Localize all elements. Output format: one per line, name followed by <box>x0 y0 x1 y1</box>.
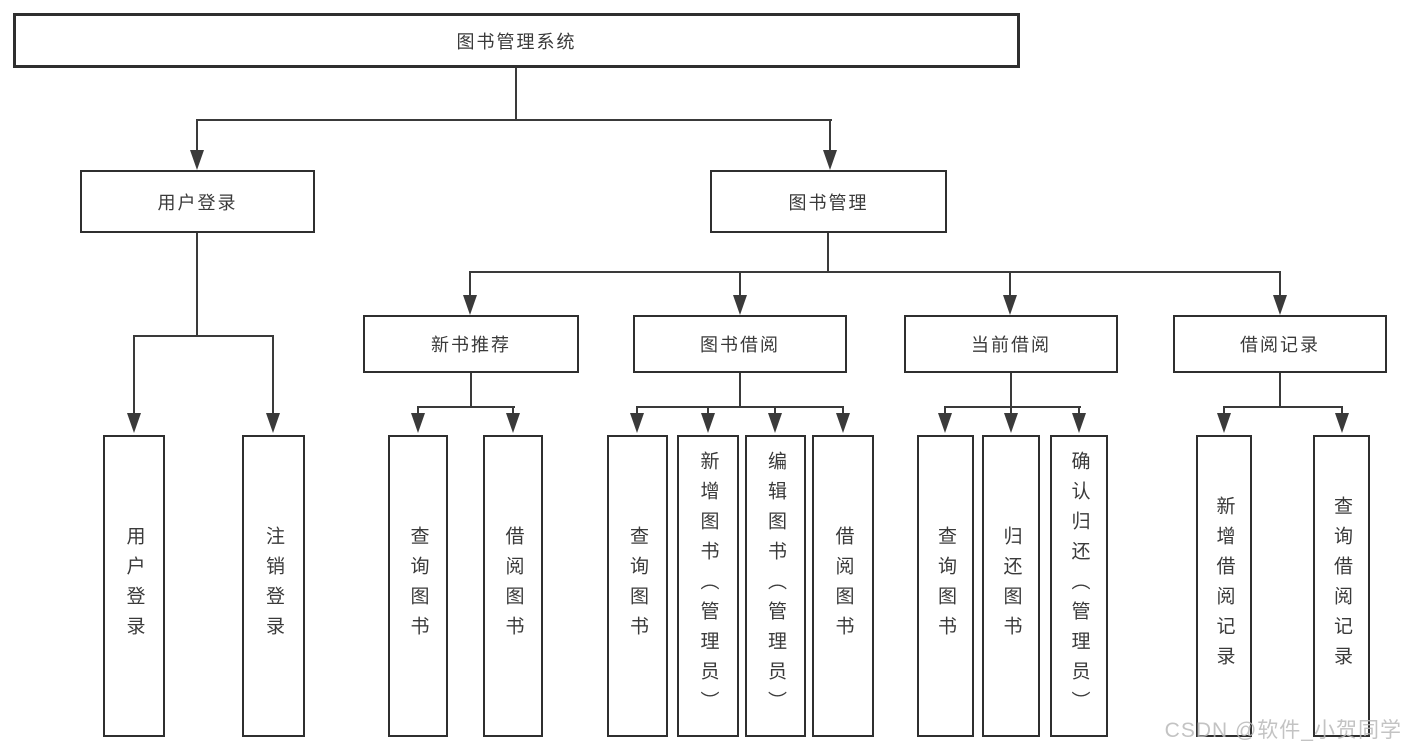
connector-line <box>707 406 709 416</box>
node-new-book-recommend: 新书推荐 <box>363 315 579 373</box>
node-borrowing-records-label: 借阅记录 <box>1240 335 1320 355</box>
connector-line <box>1223 406 1225 416</box>
connector-line <box>196 119 198 152</box>
arrow-down-icon <box>938 413 952 433</box>
node-leaf-borrowing-borrow-book-label: 借阅图书 <box>832 526 854 646</box>
node-leaf-newbook-query-book-label: 查询图书 <box>407 526 429 646</box>
node-leaf-current-query-book: 查询图书 <box>917 435 974 737</box>
arrow-down-icon <box>733 295 747 315</box>
connector-line <box>944 406 946 416</box>
connector-line <box>739 271 741 298</box>
connector-line <box>417 406 515 408</box>
node-leaf-add-borrow-record: 新增借阅记录 <box>1196 435 1252 737</box>
node-leaf-borrowing-query-book: 查询图书 <box>607 435 668 737</box>
node-leaf-edit-book-admin-label: 编辑图书（管理员） <box>765 451 786 721</box>
node-leaf-query-borrow-record: 查询借阅记录 <box>1313 435 1370 737</box>
connector-line <box>1279 271 1281 298</box>
node-current-borrowing-label: 当前借阅 <box>971 335 1051 355</box>
node-leaf-query-borrow-record-label: 查询借阅记录 <box>1331 496 1352 676</box>
connector-line <box>636 406 638 416</box>
connector-line <box>1341 406 1343 416</box>
connector-line <box>196 233 198 337</box>
node-book-borrowing-label: 图书借阅 <box>700 335 780 355</box>
connector-line <box>133 335 135 415</box>
node-leaf-borrowing-borrow-book: 借阅图书 <box>812 435 874 737</box>
arrow-down-icon <box>823 150 837 170</box>
node-new-book-recommend-label: 新书推荐 <box>431 335 511 355</box>
connector-line <box>1279 373 1281 408</box>
connector-line <box>1010 406 1012 416</box>
arrow-down-icon <box>1335 413 1349 433</box>
node-leaf-logout-label: 注销登录 <box>263 526 284 646</box>
node-leaf-return-book-label: 归还图书 <box>1000 526 1022 646</box>
connector-line <box>1009 271 1011 298</box>
connector-line <box>842 406 844 416</box>
connector-line <box>512 406 514 416</box>
node-leaf-add-borrow-record-label: 新增借阅记录 <box>1213 496 1235 676</box>
node-book-management: 图书管理 <box>710 170 947 233</box>
arrow-down-icon <box>1273 295 1287 315</box>
connector-line <box>515 68 517 121</box>
node-leaf-user-login-label: 用户登录 <box>123 526 145 646</box>
connector-line <box>469 271 471 298</box>
connector-line <box>272 335 274 415</box>
arrow-down-icon <box>1072 413 1086 433</box>
node-borrowing-records: 借阅记录 <box>1173 315 1387 373</box>
node-current-borrowing: 当前借阅 <box>904 315 1118 373</box>
node-leaf-confirm-return-admin-label: 确认归还（管理员） <box>1068 451 1090 721</box>
arrow-down-icon <box>836 413 850 433</box>
node-leaf-return-book: 归还图书 <box>982 435 1040 737</box>
node-leaf-add-book-admin: 新增图书（管理员） <box>677 435 739 737</box>
node-library-system: 图书管理系统 <box>13 13 1020 68</box>
node-leaf-user-login: 用户登录 <box>103 435 165 737</box>
arrow-down-icon <box>701 413 715 433</box>
connector-line <box>469 271 1281 273</box>
node-leaf-logout: 注销登录 <box>242 435 305 737</box>
connector-line <box>133 335 274 337</box>
connector-line <box>470 373 472 408</box>
node-book-management-label: 图书管理 <box>788 192 869 213</box>
watermark: CSDN @软件_小贺同学 <box>1164 719 1402 742</box>
node-leaf-borrowing-query-book-label: 查询图书 <box>627 526 648 646</box>
node-user-login-label: 用户登录 <box>157 192 238 213</box>
connector-line <box>739 373 741 408</box>
arrow-down-icon <box>1003 295 1017 315</box>
connector-line <box>196 119 832 121</box>
arrow-down-icon <box>768 413 782 433</box>
connector-line <box>944 406 1081 408</box>
arrow-down-icon <box>411 413 425 433</box>
connector-line <box>1223 406 1343 408</box>
arrow-down-icon <box>1217 413 1231 433</box>
node-user-login: 用户登录 <box>80 170 315 233</box>
arrow-down-icon <box>630 413 644 433</box>
node-leaf-newbook-borrow-book: 借阅图书 <box>483 435 543 737</box>
arrow-down-icon <box>127 413 141 433</box>
connector-line <box>636 406 844 408</box>
arrow-down-icon <box>266 413 280 433</box>
arrow-down-icon <box>1004 413 1018 433</box>
connector-line <box>829 119 831 152</box>
connector-line <box>774 406 776 416</box>
node-leaf-confirm-return-admin: 确认归还（管理员） <box>1050 435 1108 737</box>
node-leaf-newbook-borrow-book-label: 借阅图书 <box>502 526 524 646</box>
connector-line <box>417 406 419 416</box>
node-leaf-newbook-query-book: 查询图书 <box>388 435 448 737</box>
node-leaf-current-query-book-label: 查询图书 <box>935 526 956 646</box>
connector-line <box>827 233 829 273</box>
arrow-down-icon <box>190 150 204 170</box>
node-leaf-add-book-admin-label: 新增图书（管理员） <box>697 451 719 721</box>
connector-line <box>1010 373 1012 408</box>
arrow-down-icon <box>506 413 520 433</box>
node-book-borrowing: 图书借阅 <box>633 315 847 373</box>
node-leaf-edit-book-admin: 编辑图书（管理员） <box>745 435 806 737</box>
connector-line <box>1078 406 1080 416</box>
node-library-system-label: 图书管理系统 <box>456 31 577 52</box>
arrow-down-icon <box>463 295 477 315</box>
